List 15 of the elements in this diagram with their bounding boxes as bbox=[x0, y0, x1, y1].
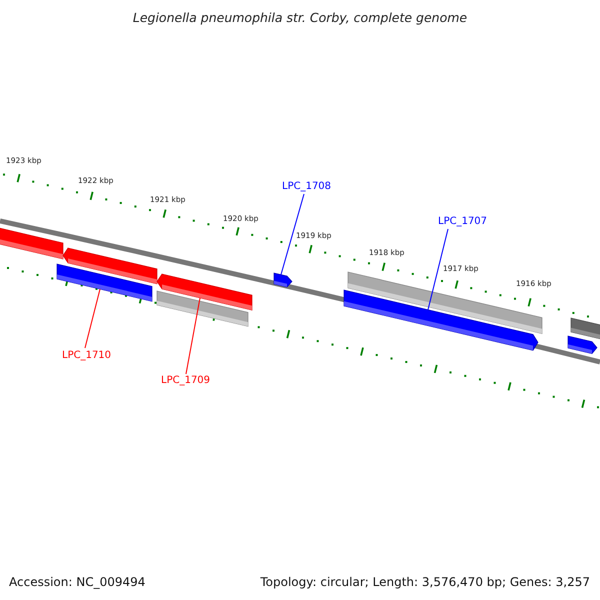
gene-label: LPC_1708 bbox=[282, 181, 332, 193]
gene-label: LPC_1709 bbox=[161, 375, 210, 387]
gene-feature bbox=[274, 272, 292, 288]
gene-feature bbox=[344, 290, 538, 351]
genome-summary: Topology: circular; Length: 3,576,470 bp; Genes: 3,257 bbox=[260, 575, 590, 589]
gene-feature bbox=[156, 274, 252, 311]
leader-line bbox=[428, 228, 448, 310]
gene-label: LPC_1710 bbox=[62, 350, 112, 362]
title: Legionella pneumophila str. Corby, complete genome bbox=[132, 10, 468, 25]
accession-text: Accession: NC_009494 bbox=[9, 575, 146, 589]
gene-label: LPC_1707 bbox=[438, 216, 488, 228]
leader-line bbox=[280, 194, 304, 276]
leader-line bbox=[84, 288, 100, 348]
gene-feature bbox=[56, 264, 152, 302]
leader-line bbox=[186, 297, 200, 374]
